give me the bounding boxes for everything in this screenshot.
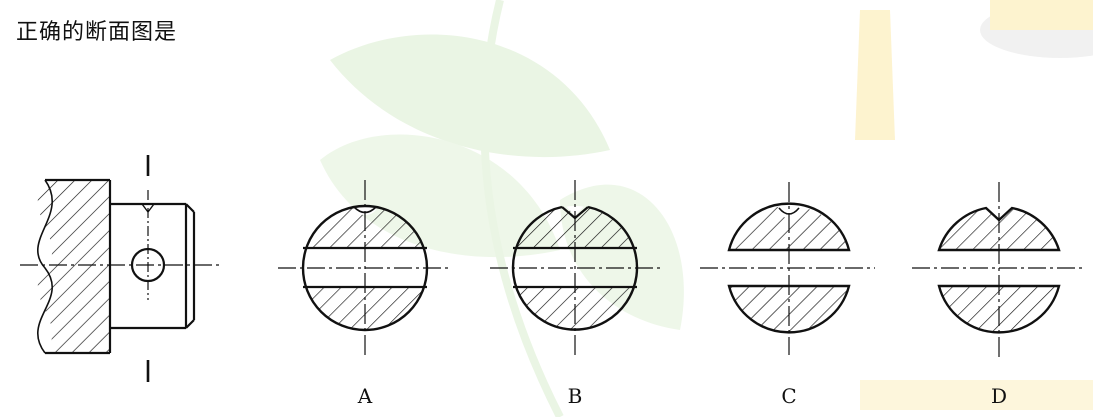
watermark-tassel xyxy=(855,10,895,140)
option-a-section xyxy=(278,180,452,355)
watermark-leaf-1 xyxy=(330,34,610,158)
option-c-label: C xyxy=(781,384,797,408)
option-d-section xyxy=(912,182,1086,358)
option-b-section xyxy=(490,180,662,355)
main-view-centerlines xyxy=(20,190,220,300)
option-d-label: D xyxy=(990,384,1008,408)
watermark-block xyxy=(990,0,1093,30)
broken-section xyxy=(37,180,110,353)
watermark-stem xyxy=(480,0,564,417)
option-c-section xyxy=(700,182,875,355)
option-b-label: B xyxy=(567,384,583,408)
watermark-bar xyxy=(860,380,1093,410)
option-a-label: A xyxy=(357,384,373,408)
shaft-main-view xyxy=(37,178,196,355)
question-text: 正确的断面图是 xyxy=(16,20,178,45)
